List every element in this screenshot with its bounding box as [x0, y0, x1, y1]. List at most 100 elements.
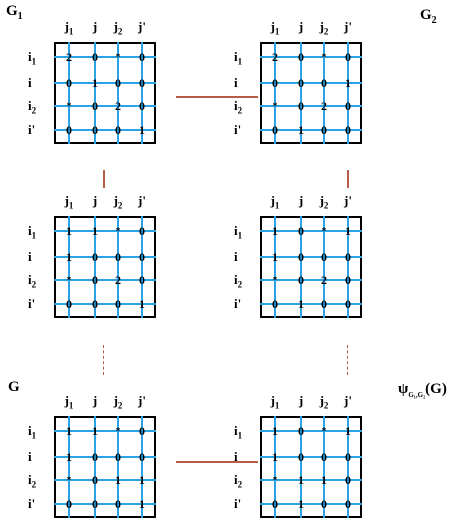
row-header: i' [234, 496, 242, 511]
connector-vertical-dashed [347, 345, 348, 375]
matrix-cell: 0 [66, 76, 72, 90]
row-header: i' [234, 296, 242, 311]
row-header: i2 [234, 98, 243, 116]
grid-line-vertical [323, 216, 325, 318]
column-header: j' [344, 193, 352, 208]
matrix-cell: 0 [139, 76, 145, 90]
grid-line-horizontal [260, 82, 362, 84]
matrix-cell: 1 [272, 450, 278, 464]
label-g2: G2 [420, 8, 437, 26]
matrix-cell: 1 [298, 473, 304, 487]
grid-line-vertical [94, 42, 96, 144]
grid-line-vertical [323, 42, 325, 144]
matrix-cell: 1 [66, 250, 72, 264]
matrix-cell: 0 [115, 250, 121, 264]
matrix-cell: 2 [115, 99, 121, 113]
grid-line-vertical [141, 216, 143, 318]
grid-line-horizontal [54, 256, 156, 258]
row-header: i [28, 449, 32, 464]
matrix-cell: 0 [321, 123, 327, 137]
grid-line-vertical [68, 416, 70, 518]
row-header: i1 [234, 49, 243, 67]
row-header: i' [28, 496, 36, 511]
row-header: i2 [234, 472, 243, 490]
matrix-cell: 1 [298, 497, 304, 511]
matrix-cell: 0 [298, 76, 304, 90]
grid-line-horizontal [260, 430, 362, 432]
row-header: i1 [28, 223, 37, 241]
matrix-cell: 0 [92, 450, 98, 464]
matrix-cell: 0 [321, 497, 327, 511]
matrix-cell: 0 [139, 99, 145, 113]
grid-line-vertical [300, 216, 302, 318]
connector-vertical-dashed [103, 345, 104, 375]
column-header: j [298, 193, 304, 208]
matrix-cell: 1 [272, 424, 278, 438]
matrix-cell: 0 [321, 297, 327, 311]
column-header: j1 [270, 393, 280, 411]
label-g: G [8, 380, 20, 395]
psi-psi-sub: G₁,G₂ [408, 391, 426, 399]
column-header: j' [138, 193, 146, 208]
matrix-cell: 0 [298, 99, 304, 113]
matrix-cell: 0 [345, 473, 351, 487]
grid-line-vertical [68, 216, 70, 318]
column-header: j2 [319, 193, 329, 211]
matrix-cell: 1 [298, 123, 304, 137]
grid-line-vertical [323, 416, 325, 518]
row-header: i2 [234, 272, 243, 290]
column-header: j [92, 193, 98, 208]
matrix-cell: * [321, 52, 327, 62]
column-header: j1 [270, 19, 280, 37]
matrix-cell: 1 [139, 473, 145, 487]
matrix-cell: 0 [139, 450, 145, 464]
matrix-cell: * [272, 475, 278, 485]
grid-line-horizontal [260, 279, 362, 281]
matrix-cell: 0 [115, 450, 121, 464]
grid-line-horizontal [54, 303, 156, 305]
grid-line-horizontal [54, 456, 156, 458]
grid-line-horizontal [54, 279, 156, 281]
matrix-cell: 0 [92, 250, 98, 264]
row-header: i' [28, 296, 36, 311]
matrix-cell: 0 [66, 123, 72, 137]
grid-line-horizontal [260, 105, 362, 107]
matrix-cell: 0 [115, 297, 121, 311]
matrix-cell: 1 [92, 424, 98, 438]
matrix-cell: 1 [66, 450, 72, 464]
matrix-cell: 2 [66, 50, 72, 64]
matrix-cell: 0 [345, 297, 351, 311]
column-header: j1 [270, 193, 280, 211]
row-header: i [28, 249, 32, 264]
grid-line-horizontal [260, 303, 362, 305]
matrix-cell: 0 [115, 497, 121, 511]
matrix-cell: 0 [139, 273, 145, 287]
label-g1: G1 [6, 4, 23, 22]
matrix-cell: 0 [115, 123, 121, 137]
row-header: i [234, 449, 238, 464]
connector-vertical [103, 170, 105, 188]
matrix-cell: 1 [139, 297, 145, 311]
grid-line-vertical [117, 216, 119, 318]
matrix-cell: * [272, 275, 278, 285]
grid-line-vertical [347, 216, 349, 318]
row-header: i1 [234, 423, 243, 441]
matrix-cell: 0 [298, 224, 304, 238]
matrix-cell: 0 [92, 123, 98, 137]
matrix-cell: 1 [92, 76, 98, 90]
column-header: j' [344, 19, 352, 34]
matrix-cell: * [115, 226, 121, 236]
psi-psi-symbol: ψ [398, 381, 409, 397]
matrix-cell: 0 [272, 497, 278, 511]
matrix-cell: 0 [345, 273, 351, 287]
grid-line-vertical [274, 42, 276, 144]
grid-line-vertical [94, 216, 96, 318]
matrix-cell: 0 [298, 424, 304, 438]
grid-line-horizontal [54, 56, 156, 58]
grid-line-vertical [68, 42, 70, 144]
grid-line-horizontal [54, 479, 156, 481]
matrix-cell: * [66, 275, 72, 285]
